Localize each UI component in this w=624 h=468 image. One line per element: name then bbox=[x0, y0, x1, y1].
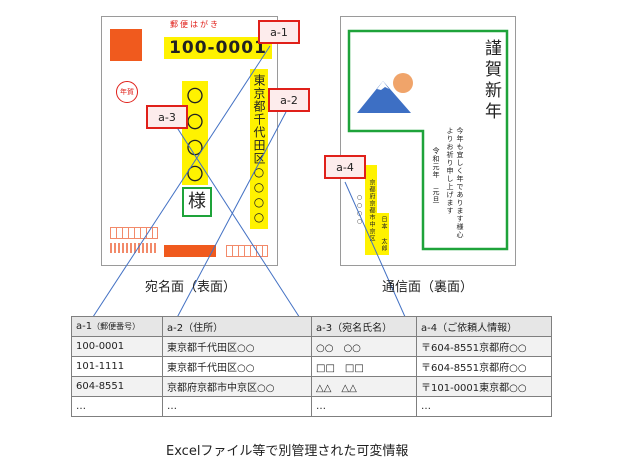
table-row: 100-0001 東京都千代田区○○ ○○ ○○ 〒604-8551京都府○○ bbox=[71, 336, 552, 357]
greeting-title: 謹賀新年 bbox=[481, 39, 501, 123]
greeting-frame-outline bbox=[347, 29, 509, 251]
stamp-area bbox=[110, 29, 142, 61]
front-header: 郵便はがき bbox=[170, 20, 220, 29]
header-a1-id: a-1 bbox=[76, 321, 93, 332]
honorific-box: 様 bbox=[182, 187, 212, 217]
header-a2: a-2（住所） bbox=[162, 316, 312, 337]
table-header-row: a-1（郵便番号） a-2（住所） a-3（宛名氏名） a-4（ご依頼人情報） bbox=[71, 316, 552, 337]
table-cell: 604-8551 bbox=[71, 376, 163, 397]
variable-data-table: a-1（郵便番号） a-2（住所） a-3（宛名氏名） a-4（ご依頼人情報） … bbox=[71, 316, 552, 417]
label-a3: a-3 bbox=[146, 105, 188, 129]
table-cell: 〒604-8551京都府○○ bbox=[416, 356, 552, 377]
greeting-date: 令和元年 元旦 bbox=[432, 147, 440, 204]
table-cell: … bbox=[71, 396, 163, 417]
barcode-area bbox=[164, 245, 216, 257]
front-postcard: 郵便はがき 100-0001 年賀 東京都千代田区○○○○ 〇 〇 〇 〇 様 bbox=[101, 16, 278, 266]
table-cell: 101-1111 bbox=[71, 356, 163, 377]
recipient-circle: 〇 bbox=[186, 164, 204, 185]
header-a4-id: a-4 bbox=[421, 323, 438, 334]
snowcap bbox=[377, 81, 389, 90]
label-a2: a-2 bbox=[268, 88, 310, 112]
header-a2-sub: （住所） bbox=[183, 323, 224, 334]
mountain bbox=[357, 81, 411, 113]
address-field: 東京都千代田区○○○○ bbox=[250, 69, 268, 229]
footer-caption: Excelファイル等で別管理された可変情報 bbox=[166, 444, 409, 459]
recipient-circle: 〇 bbox=[186, 112, 204, 133]
header-a3-id: a-3 bbox=[316, 323, 333, 334]
recipient-circle: 〇 bbox=[186, 138, 204, 159]
table-cell: 〒101-0001東京都○○ bbox=[416, 376, 552, 397]
table-row: 101-1111 東京都千代田区○○ □□ □□ 〒604-8551京都府○○ bbox=[71, 356, 552, 377]
header-a1: a-1（郵便番号） bbox=[71, 316, 163, 337]
back-caption: 通信面（裏面） bbox=[382, 280, 474, 295]
header-a4: a-4（ご依頼人情報） bbox=[416, 316, 552, 337]
greeting-frame bbox=[347, 29, 509, 251]
table-row: … … … … bbox=[71, 396, 552, 417]
recipient-circle: 〇 bbox=[186, 86, 204, 107]
table-cell: □□ □□ bbox=[311, 356, 417, 377]
new-year-stamp-text: 年賀 bbox=[120, 88, 134, 96]
postal-code: 100-0001 bbox=[164, 37, 272, 59]
front-caption: 宛名面（表面） bbox=[145, 280, 237, 295]
table-cell: … bbox=[162, 396, 312, 417]
sender-zip-grid bbox=[110, 227, 158, 239]
new-year-stamp: 年賀 bbox=[116, 81, 138, 103]
table-cell: … bbox=[311, 396, 417, 417]
table-row: 604-8551 京都府京都市中京区○○ △△ △△ 〒101-0001東京都○… bbox=[71, 376, 552, 397]
label-a4: a-4 bbox=[324, 155, 366, 179]
header-a4-sub: （ご依頼人情報） bbox=[437, 323, 518, 334]
sunrise bbox=[393, 73, 413, 93]
sender-name: 日本 太郎 bbox=[377, 213, 389, 255]
honorific: 様 bbox=[188, 191, 206, 212]
table-cell: 〒604-8551京都府○○ bbox=[416, 336, 552, 357]
sender-info: 京都府京都市中京区○○○○ bbox=[356, 165, 377, 255]
label-a4-text: a-4 bbox=[336, 160, 354, 174]
table-cell: 東京都千代田区○○ bbox=[162, 356, 312, 377]
label-a1: a-1 bbox=[258, 20, 300, 44]
table-cell: ○○ ○○ bbox=[311, 336, 417, 357]
header-a3-sub: （宛名氏名） bbox=[332, 323, 393, 334]
table-cell: 東京都千代田区○○ bbox=[162, 336, 312, 357]
back-postcard: 謹賀新年 今年も宜しく年であります様心よりお祈り申し上げます 令和元年 元旦 京… bbox=[340, 16, 516, 266]
mount-fuji-illustration bbox=[357, 73, 413, 113]
recipient-field: 〇 〇 〇 〇 bbox=[182, 81, 208, 185]
table-cell: 100-0001 bbox=[71, 336, 163, 357]
greeting-body: 今年も宜しく年であります様心よりお祈り申し上げます bbox=[446, 127, 464, 239]
sender-zip-grid-2 bbox=[110, 243, 156, 253]
label-a2-text: a-2 bbox=[280, 93, 298, 107]
table-cell: … bbox=[416, 396, 552, 417]
label-a3-text: a-3 bbox=[158, 110, 176, 124]
label-a1-text: a-1 bbox=[270, 25, 288, 39]
table-cell: 京都府京都市中京区○○ bbox=[162, 376, 312, 397]
header-a3: a-3（宛名氏名） bbox=[311, 316, 417, 337]
table-cell: △△ △△ bbox=[311, 376, 417, 397]
header-a2-id: a-2 bbox=[167, 323, 184, 334]
header-a1-sub: （郵便番号） bbox=[92, 322, 141, 331]
sender-zip-grid-3 bbox=[226, 245, 268, 257]
